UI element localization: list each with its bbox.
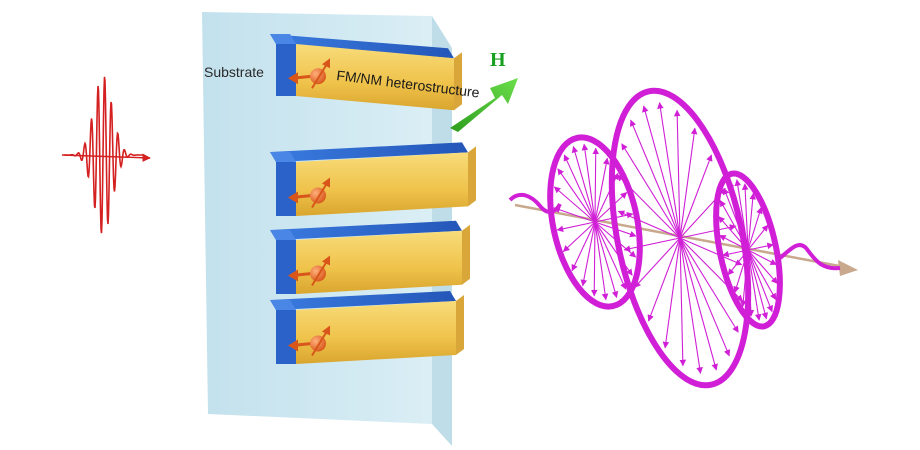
substrate-label: Substrate [204,64,264,80]
heterostructure-bar [270,142,476,216]
magnetic-field-label: H [490,49,506,71]
helix-tail [508,192,841,271]
spin-ball-icon [288,58,330,89]
spin-ball-icon [288,177,330,209]
heterostructure-bar [270,291,464,364]
field-arrow-icon [450,78,518,132]
laser-pulse-icon [61,76,151,234]
spin-ball-icon [288,255,330,287]
polarization-ring [547,134,643,310]
heterostructure-bar [270,34,462,111]
polarization-ring [713,170,783,330]
thz-wave-icon [508,87,858,389]
spin-ball-icon [288,325,330,357]
heterostructure-bars [270,34,476,364]
heterostructure-bar [270,220,470,294]
